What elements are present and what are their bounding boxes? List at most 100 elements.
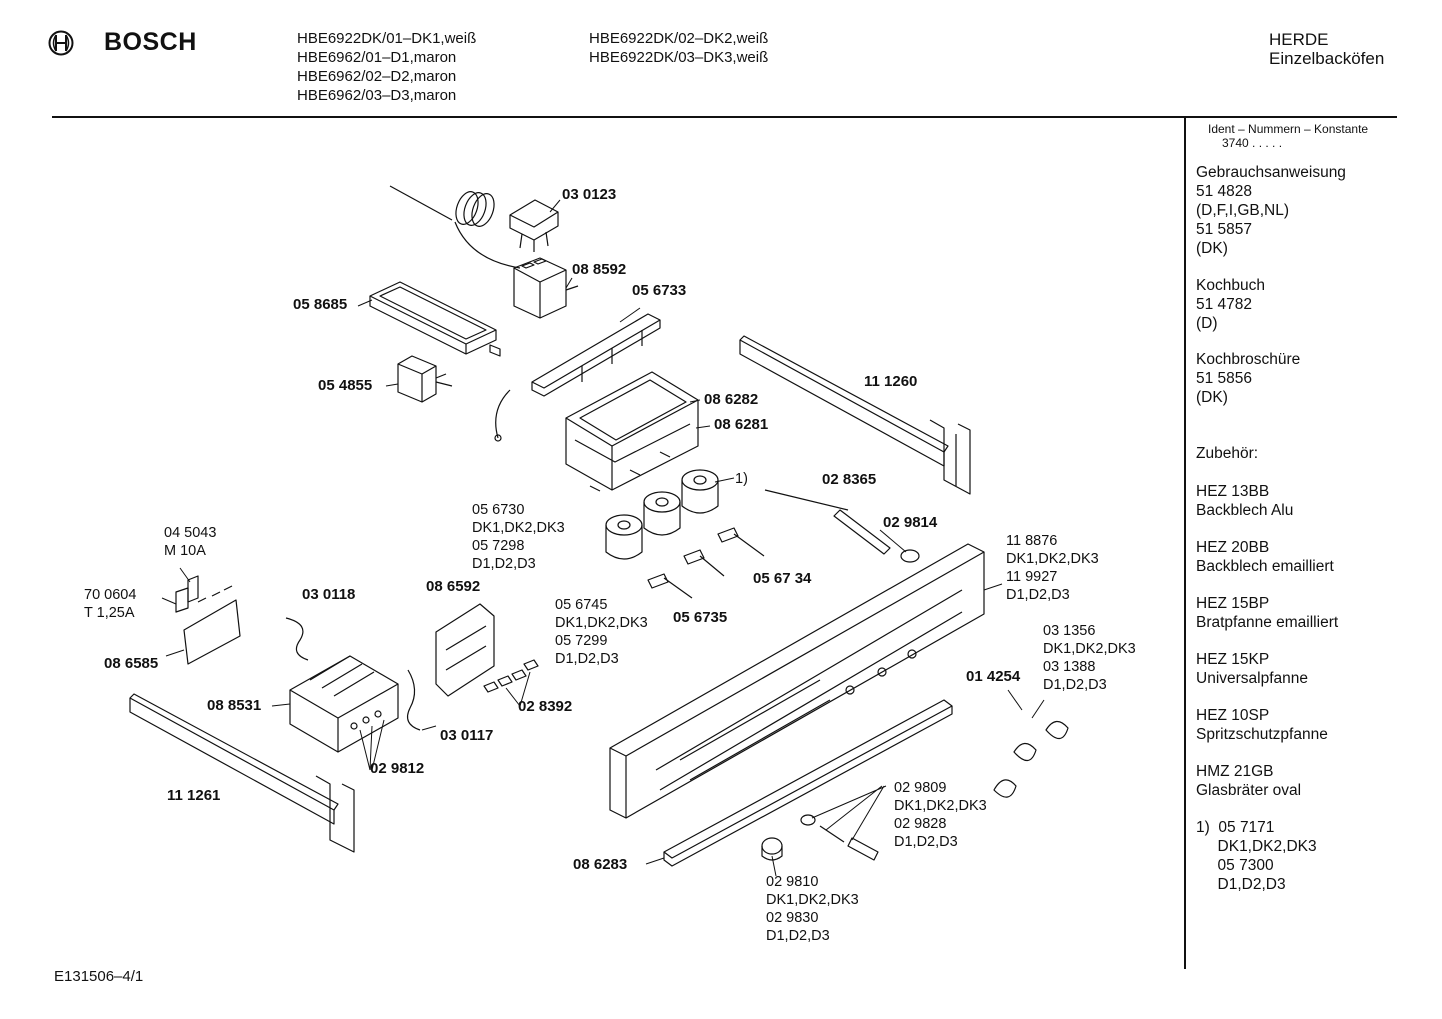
part-label: 05 4855 <box>318 377 372 395</box>
part-knobs-031356 <box>994 721 1068 797</box>
sidebar-entry-line: HEZ 15BP <box>1196 595 1270 612</box>
part-label-line: 03 0123 <box>562 186 617 203</box>
part-label-line: 08 8531 <box>207 697 262 714</box>
part-label-line: 03 1356 <box>1043 623 1096 639</box>
header-divider <box>52 116 1397 118</box>
part-label-line: DK1,DK2,DK3 <box>555 615 648 631</box>
part-clip-030123 <box>510 200 558 252</box>
part-bracket-086281 <box>566 372 698 491</box>
part-label-line: 11 9927 <box>1006 569 1058 585</box>
sidebar-entry-line: HEZ 13BB <box>1196 483 1270 500</box>
part-label-line: 08 6281 <box>714 416 769 433</box>
sidebar-entry: Gebrauchsanweisung 51 4828 (D,F,I,GB,NL) 51… <box>1196 163 1346 258</box>
part-rod-028365 <box>765 490 919 562</box>
sidebar-entry-line: HEZ 10SP <box>1196 707 1270 724</box>
part-label-line: 02 9830 <box>766 910 819 926</box>
part-cable-030118 <box>286 618 308 660</box>
part-label-line: 02 9812 <box>370 760 425 777</box>
sidebar-entry-line: D1,D2,D3 <box>1196 876 1286 893</box>
footer-code: E131506–4/1 <box>54 968 144 985</box>
sidebar-entry-line: Spritzschutzpfanne <box>1196 726 1328 743</box>
sidebar-entry-line: HEZ 15KP <box>1196 651 1270 668</box>
model-list-1: HBE6922DK/01–DK1,weiß HBE6962/01–D1,maro… <box>297 29 476 105</box>
part-label: 02 9814 <box>883 514 937 532</box>
part-label: 1) <box>735 470 748 488</box>
model-line: HBE6922DK/02–DK2,weiß <box>589 30 769 47</box>
sidebar-entry-line: (D,F,I,GB,NL) <box>1196 202 1290 219</box>
sidebar-entry-line: 51 4828 <box>1196 183 1253 200</box>
model-line: HBE6962/02–D2,maron <box>297 68 457 85</box>
sidebar-entry-line: DK1,DK2,DK3 <box>1196 838 1317 855</box>
part-label: 02 8392 <box>518 698 572 716</box>
sidebar-entry-line: 1) 05 7171 <box>1196 819 1275 836</box>
part-label: 05 6733 <box>632 282 686 300</box>
sidebar-entry-line: Glasbräter oval <box>1196 782 1302 799</box>
sidebar-entry-line: 51 5857 <box>1196 221 1253 238</box>
part-wire-030117 <box>408 670 420 730</box>
part-knobs-056730 <box>606 470 718 559</box>
part-label-line: DK1,DK2,DK3 <box>1006 551 1099 567</box>
part-rail-111260 <box>740 336 970 494</box>
sidebar-entry-line: Zubehör: <box>1196 445 1259 462</box>
ident-title: Ident – Nummern – Konstante <box>1208 122 1369 136</box>
sidebar-entry: HEZ 10SP Spritzschutzpfanne <box>1196 706 1328 744</box>
part-label: 03 0118 <box>302 586 355 604</box>
sidebar-entry-line: Backblech Alu <box>1196 502 1294 519</box>
thermostat-capillary <box>390 186 520 268</box>
part-label-line: D1,D2,D3 <box>766 928 830 944</box>
sidebar-entry-line: Gebrauchsanweisung <box>1196 164 1346 181</box>
part-label: 08 6585 <box>104 655 158 673</box>
sidebar-entry-line: Bratpfanne emailliert <box>1196 614 1339 631</box>
sidebar-divider <box>1184 117 1186 969</box>
part-label: 05 8685 <box>293 296 347 314</box>
part-label-line: 03 1388 <box>1043 659 1096 675</box>
part-label: 08 6281 <box>714 416 768 434</box>
sidebar-entry-line: (DK) <box>1196 389 1228 406</box>
part-label: 08 6592 <box>426 578 480 596</box>
part-label-line: 02 9810 <box>766 874 819 890</box>
part-label-line: 05 7299 <box>555 633 608 649</box>
part-switchblock-088531 <box>290 656 398 752</box>
part-panel-118876 <box>610 544 984 818</box>
part-label-line: 05 6735 <box>673 609 728 626</box>
part-label-line: DK1,DK2,DK3 <box>894 798 987 814</box>
part-switch-054855 <box>398 356 452 402</box>
part-label-line: 05 8685 <box>293 296 348 313</box>
part-pcb-086592 <box>436 604 494 696</box>
part-label: 03 0123 <box>562 186 616 204</box>
part-label-line: 70 0604 <box>84 587 137 603</box>
sidebar-entry-line: 05 7300 <box>1196 857 1274 874</box>
sidebar-entry-line: Kochbuch <box>1196 277 1265 294</box>
sidebar-entry-line: Kochbroschüre <box>1196 351 1301 368</box>
part-label-line: M 10A <box>164 543 206 559</box>
part-label: 05 6735 <box>673 609 727 627</box>
part-label-line: 05 67 34 <box>753 570 812 587</box>
part-label: 05 67 34 <box>753 570 811 588</box>
part-board-086585 <box>176 576 240 664</box>
part-label: 08 6282 <box>704 391 758 409</box>
part-label-line: 11 1260 <box>864 373 918 390</box>
sidebar-entry-line: (DK) <box>1196 240 1228 257</box>
part-button-029810 <box>762 838 782 860</box>
sidebar-entry-line: Universalpfanne <box>1196 670 1309 687</box>
part-label-line: 08 8592 <box>572 261 627 278</box>
part-label-line: DK1,DK2,DK3 <box>472 520 565 536</box>
category-line: HERDE <box>1269 30 1329 49</box>
model-line: HBE6922DK/03–DK3,weiß <box>589 49 769 66</box>
category-line: Einzelbacköfen <box>1269 49 1385 68</box>
part-label-line: 03 0117 <box>440 727 494 744</box>
model-line: HBE6962/03–D3,maron <box>297 87 457 104</box>
sidebar-entry: 1) 05 7171 DK1,DK2,DK3 05 7300 D1,D2,D3 <box>1196 818 1317 894</box>
model-list-2: HBE6922DK/02–DK2,weiß HBE6922DK/03–DK3,w… <box>589 29 768 67</box>
part-label: 11 1261 <box>167 787 220 805</box>
